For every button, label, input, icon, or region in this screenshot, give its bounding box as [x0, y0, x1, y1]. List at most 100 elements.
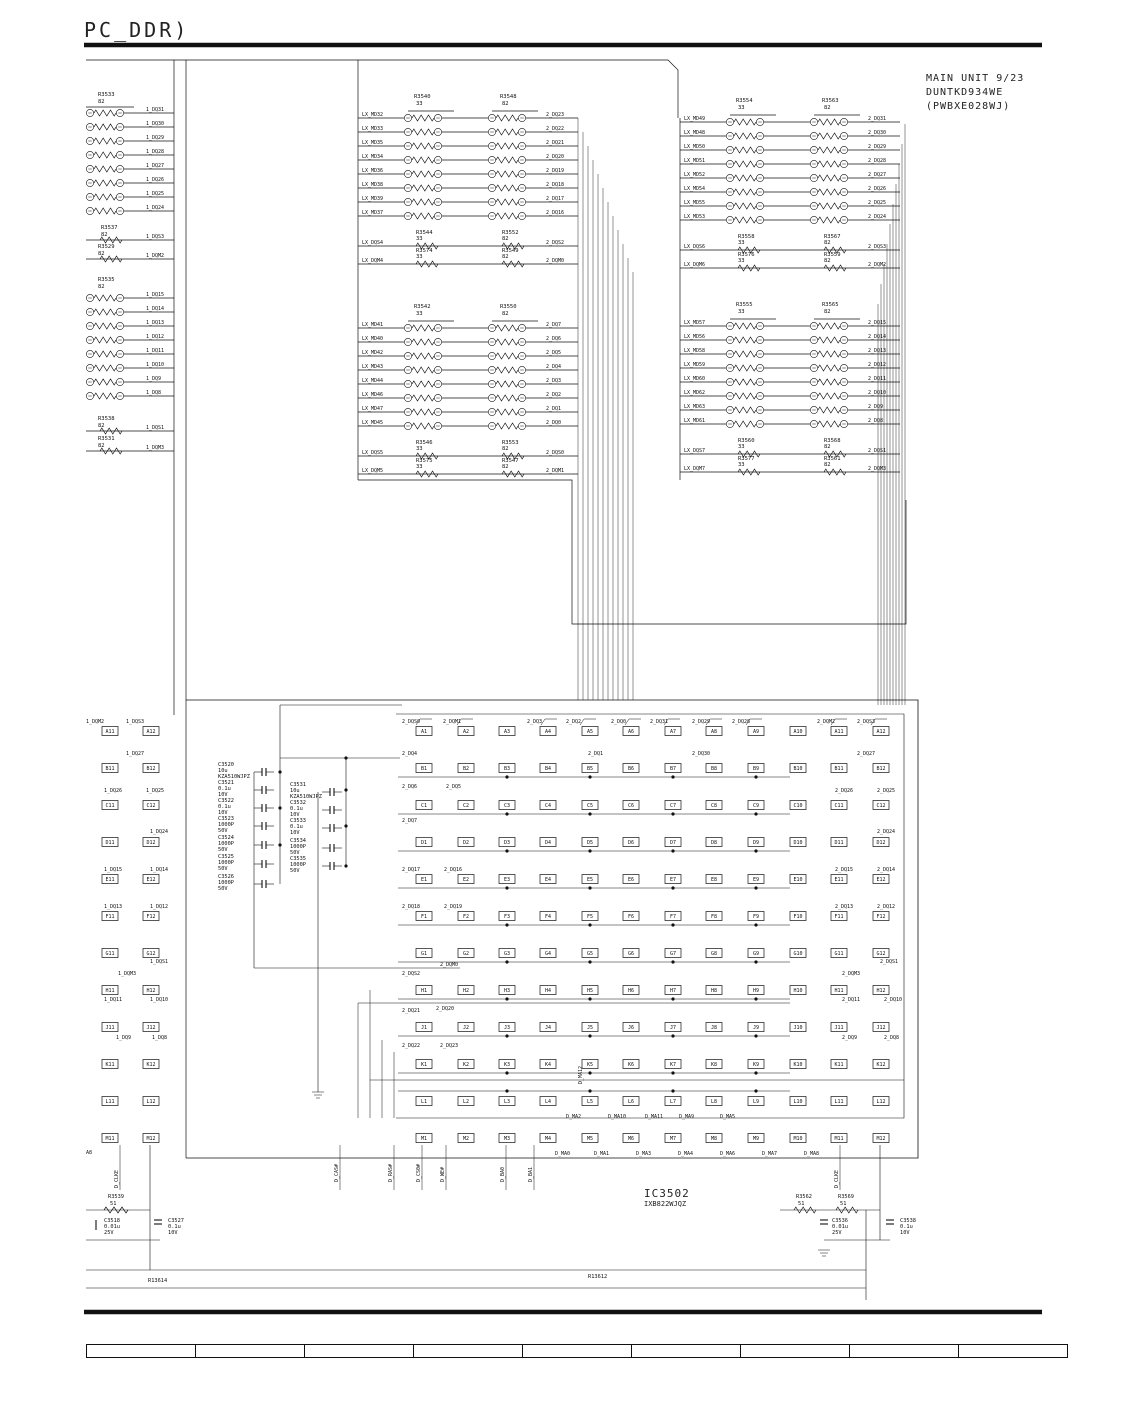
resistor [823, 246, 847, 254]
bga-net-label: 2_DQ13 [835, 904, 853, 910]
bga-net-label: 2_DQS1 [880, 959, 898, 965]
bga-ball [747, 911, 765, 921]
bga-ball [581, 911, 599, 921]
bga-ball-label: H12 [146, 988, 155, 994]
res-val: 51 [798, 1201, 804, 1207]
resistor [737, 264, 761, 272]
res-val: 33 [738, 309, 745, 315]
resistor [817, 420, 841, 428]
bga-net-wire [870, 718, 887, 726]
title-block-cell [959, 1345, 1067, 1357]
md-net-label: LX_MD37 [362, 210, 383, 216]
bga-ball-label: L3 [504, 1099, 510, 1105]
resistor [733, 406, 757, 414]
bga-net-label: 1_DQ10 [150, 997, 168, 1003]
bga-ball [664, 1022, 682, 1032]
md-net-label: LX_MD53 [684, 214, 705, 220]
resistor [93, 151, 117, 159]
bga-ball [498, 948, 516, 958]
bga-ball [664, 726, 682, 736]
bga-ball [664, 948, 682, 958]
bga-ball [830, 1133, 848, 1143]
bga-ball [101, 948, 119, 958]
bga-ball [789, 1133, 807, 1143]
bga-ball [539, 1133, 557, 1143]
md-net-label: LX_MD47 [362, 406, 383, 412]
bga-ball [101, 726, 119, 736]
bga-ball [142, 1096, 160, 1106]
junction-dot [754, 960, 758, 964]
res-val: 82 [502, 101, 509, 107]
bga-ball [539, 1022, 557, 1032]
cap-ref: C3534 [290, 838, 306, 844]
junction-dot [671, 960, 675, 964]
bga-ball-label: K4 [545, 1062, 551, 1068]
bga-ball [415, 837, 433, 847]
res-val: 82 [98, 423, 105, 429]
bga-net-label: 2_DQ6 [402, 784, 417, 790]
bga-ball [539, 837, 557, 847]
cap-val: 1000P [218, 841, 234, 847]
junction-dot [671, 997, 675, 1001]
bga-ball-label: L10 [793, 1099, 802, 1105]
res-ref: R3576 [738, 252, 755, 258]
junction-dot [588, 775, 592, 779]
res-ref: R3568 [824, 438, 841, 444]
dq-net-label: 1_DQ25 [146, 191, 164, 197]
bga-ball [457, 911, 475, 921]
bga-ball-label: K7 [670, 1062, 676, 1068]
bga-ball [789, 800, 807, 810]
bga-net-label: 2_DQM1 [443, 719, 461, 725]
bga-ball [101, 1133, 119, 1143]
bga-ball [622, 985, 640, 995]
bga-net-label: 2_DQ19 [444, 904, 462, 910]
junction-dot [505, 849, 509, 853]
resistor [93, 109, 117, 117]
bga-net-label: D_CLKE [834, 1170, 840, 1188]
bga-ball-label: B11 [105, 766, 114, 772]
resistor [737, 468, 761, 476]
resistor [501, 260, 525, 268]
bga-ball-label: F8 [711, 914, 717, 920]
bga-net-label: 1_DQ26 [104, 788, 122, 794]
bga-ball [705, 800, 723, 810]
resistor [411, 422, 435, 430]
junction-dot [505, 923, 509, 927]
resistor [411, 352, 435, 360]
bga-ball [705, 985, 723, 995]
bga-net-label: 2_DQ10 [884, 997, 902, 1003]
bga-ball-label: C5 [587, 803, 593, 809]
bga-net-label: 2_DQ9 [842, 1035, 857, 1041]
bga-ball-label: E1 [421, 877, 427, 883]
bga-ball-label: E11 [834, 877, 843, 883]
bga-ball-label: F10 [793, 914, 802, 920]
bga-ball-label: C7 [670, 803, 676, 809]
md-net-label: LX_MD38 [362, 182, 383, 188]
bga-ball-label: G5 [587, 951, 593, 957]
bga-ball [872, 800, 890, 810]
main-unit-line-1: MAIN UNIT 9/23 [926, 73, 1025, 84]
bga-ball-label: B4 [545, 766, 551, 772]
bga-ball-label: J10 [793, 1025, 802, 1031]
resistor [817, 146, 841, 154]
bga-ball-label: H12 [876, 988, 885, 994]
resistor [411, 408, 435, 416]
bga-ball [581, 1133, 599, 1143]
bga-ball-label: D8 [711, 840, 717, 846]
cap-ref: C3533 [290, 818, 306, 824]
resistor [411, 198, 435, 206]
resistor [495, 142, 519, 150]
cap-val: 0.1u [218, 786, 231, 792]
dq-net-label: 2_DQ18 [546, 182, 564, 188]
dq-net-label: 2_DQ14 [868, 334, 886, 340]
resistor [93, 207, 117, 215]
junction-dot [671, 775, 675, 779]
resistor [495, 128, 519, 136]
res-val: 82 [98, 99, 105, 105]
md-net-label: LX_MD49 [684, 116, 705, 122]
bga-ball-label: E4 [545, 877, 551, 883]
bga-ball [622, 1022, 640, 1032]
dq-net-label: 1_DQ14 [146, 306, 164, 312]
bga-net-label: D_MA9 [679, 1114, 694, 1120]
bga-ball [581, 1059, 599, 1069]
